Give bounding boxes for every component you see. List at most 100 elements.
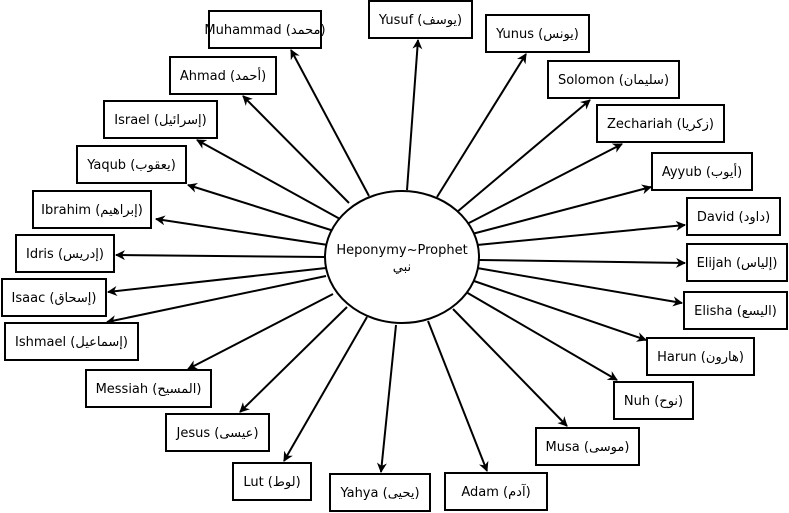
arrow-to-ibrahim <box>155 215 329 246</box>
arrow-to-elisha <box>476 267 683 307</box>
edges <box>106 39 686 473</box>
prophet-box <box>651 152 753 191</box>
prophet-label: Yusuf (يوسف) <box>378 13 462 28</box>
prophet-node-yusuf: Yusuf (يوسف) <box>368 0 473 39</box>
arrow-to-musa <box>452 308 568 427</box>
center-subtitle: نبي <box>393 260 411 275</box>
prophet-node-yunus: Yunus (يونس) <box>485 14 590 53</box>
arrow-to-david <box>476 220 686 246</box>
prophet-node-ahmad: Ahmad (أحمد) <box>169 56 277 95</box>
arrow-to-yahya <box>376 324 397 473</box>
prophet-node-isaac: Isaac (إسحاق) <box>1 278 107 317</box>
prophet-box <box>686 243 788 282</box>
prophet-label: Yaqub (يعقوب) <box>86 158 176 173</box>
prophet-box <box>32 190 152 229</box>
arrow-to-lut <box>283 316 368 462</box>
prophet-node-adam: Adam (آدم) <box>444 472 548 511</box>
prophet-label: Ayyub (أيوب) <box>662 163 742 180</box>
prophet-box <box>169 56 277 95</box>
prophet-box <box>103 100 218 139</box>
prophet-box <box>165 413 270 452</box>
prophet-node-lut: Lut (لوط) <box>232 462 312 501</box>
arrow-to-idris <box>115 250 326 261</box>
prophet-node-messiah: Messiah (المسيح) <box>85 369 212 408</box>
prophet-node-idris: Idris (إدريس) <box>15 234 115 273</box>
prophet-node-elijah: Elijah (إلياس) <box>686 243 788 282</box>
arrow-to-ishmael <box>106 275 327 326</box>
prophet-label: Lut (لوط) <box>243 475 300 490</box>
prophet-box <box>444 472 548 511</box>
prophet-node-elisha: Elisha (اليسع) <box>683 291 788 330</box>
arrow-to-yaqub <box>187 182 335 232</box>
prophet-node-solomon: Solomon (سليمان) <box>547 60 680 99</box>
prophet-node-nuh: Nuh (نوح) <box>613 381 694 420</box>
prophet-box <box>4 322 139 361</box>
prophet-label: Elisha (اليسع) <box>694 304 777 319</box>
prophet-box <box>683 291 788 330</box>
prophet-label: David (داود) <box>697 210 770 225</box>
arrow-to-solomon <box>456 99 591 213</box>
arrow-to-isaac <box>107 267 327 296</box>
center-ellipse <box>324 190 480 324</box>
prophet-label: Israel (إسرائيل) <box>114 113 207 128</box>
prophet-node-ibrahim: Ibrahim (إبراهيم) <box>32 190 152 229</box>
prophet-node-zechariah: Zechariah (زكريا) <box>596 104 725 143</box>
prophet-box <box>76 145 187 184</box>
prophet-box <box>535 427 640 466</box>
prophet-node-muhammad: Muhammad (محمد) <box>204 10 326 49</box>
prophet-box <box>208 10 322 49</box>
arrow-to-yusuf <box>406 39 423 191</box>
prophet-box <box>686 197 781 236</box>
prophet-box <box>613 381 694 420</box>
arrow-to-nuh <box>465 291 618 381</box>
prophet-node-ishmael: Ishmael (إسماعيل) <box>4 322 139 361</box>
prophet-box <box>547 60 680 99</box>
prophet-node-musa: Musa (موسى) <box>535 427 640 466</box>
prophet-label: Adam (آدم) <box>461 483 530 500</box>
prophet-label: Messiah (المسيح) <box>96 382 202 397</box>
prophet-node-yaqub: Yaqub (يعقوب) <box>76 145 187 184</box>
prophet-node-david: David (داود) <box>686 197 781 236</box>
prophet-box <box>85 369 212 408</box>
prophet-label: Musa (موسى) <box>546 440 630 455</box>
arrow-to-harun <box>473 280 647 342</box>
prophet-label: Isaac (إسحاق) <box>12 291 97 306</box>
arrow-to-yunus <box>436 53 527 198</box>
arrow-to-adam <box>427 320 489 472</box>
arrow-to-messiah <box>187 293 334 370</box>
prophet-box <box>646 337 755 376</box>
arrow-to-israel <box>196 139 341 220</box>
prophet-label: Yunus (يونس) <box>495 27 579 42</box>
center-node: Heponymy~Prophet نبي <box>324 190 480 324</box>
prophet-node-jesus: Jesus (عيسى) <box>165 413 270 452</box>
arrow-to-jesus <box>239 306 348 413</box>
arrow-to-ahmad <box>242 95 350 204</box>
prophet-node-israel: Israel (إسرائيل) <box>103 100 218 139</box>
prophet-label: Harun (هارون) <box>657 350 744 365</box>
prophet-label: Elijah (إلياس) <box>697 256 778 271</box>
prophet-box <box>368 0 473 39</box>
prophet-box <box>15 234 115 273</box>
arrow-to-zechariah <box>466 143 623 225</box>
prophet-box <box>232 462 312 501</box>
prophet-node-ayyub: Ayyub (أيوب) <box>651 152 753 191</box>
prophet-box <box>1 278 107 317</box>
prophet-box <box>596 104 725 143</box>
arrow-to-muhammad <box>290 49 370 197</box>
prophet-node-harun: Harun (هارون) <box>646 337 755 376</box>
prophet-label: Jesus (عيسى) <box>175 426 258 441</box>
prophet-label: Idris (إدريس) <box>26 247 104 262</box>
prophet-label: Yahya (يحيى) <box>339 486 419 501</box>
prophet-box <box>485 14 590 53</box>
prophet-label: Ishmael (إسماعيل) <box>15 335 128 350</box>
prophet-label: Muhammad (محمد) <box>204 23 325 38</box>
prophet-label: Solomon (سليمان) <box>558 73 669 88</box>
arrow-to-elijah <box>478 257 686 268</box>
prophet-box <box>329 473 431 512</box>
prophet-label: Zechariah (زكريا) <box>607 117 714 132</box>
center-title: Heponymy~Prophet <box>336 243 467 258</box>
prophet-label: Nuh (نوح) <box>624 394 683 409</box>
prophet-label: Ahmad (أحمد) <box>180 67 266 84</box>
